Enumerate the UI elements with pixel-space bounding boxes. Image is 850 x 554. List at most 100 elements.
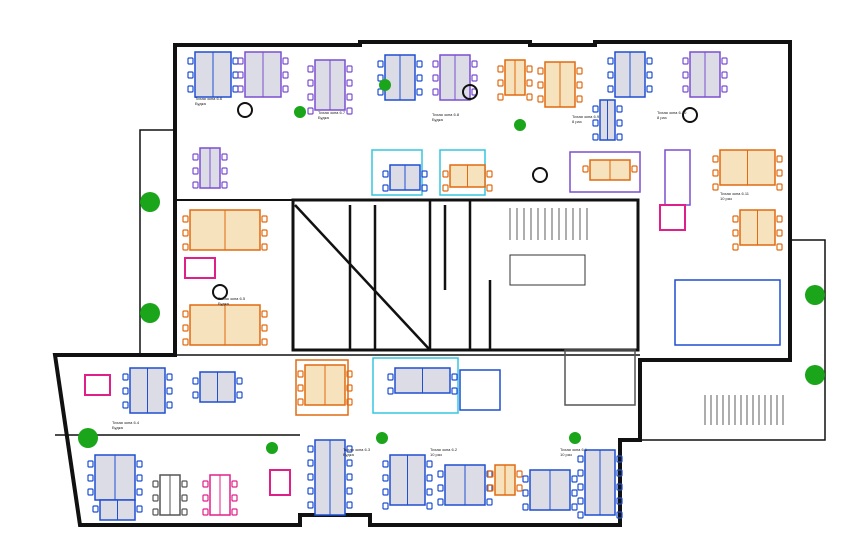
- chair: [526, 65, 533, 73]
- round-table: [212, 284, 228, 300]
- elevator: [509, 254, 586, 286]
- chair: [426, 488, 433, 496]
- chair: [577, 511, 584, 519]
- chair: [166, 387, 173, 395]
- zone-label: Тихая зона 6.110 раз: [560, 447, 588, 457]
- chair: [377, 60, 384, 68]
- svg-text:Будка: Будка: [112, 425, 124, 430]
- plant-icon: [294, 106, 306, 118]
- chair: [152, 508, 159, 516]
- chair: [297, 384, 304, 392]
- chair: [522, 489, 529, 497]
- chair: [576, 95, 583, 103]
- svg-text:Тихая зона 6.2: Тихая зона 6.2: [430, 447, 458, 452]
- partition-wall: [294, 204, 431, 351]
- chair: [526, 93, 533, 101]
- chair: [776, 183, 783, 191]
- chair: [187, 85, 194, 93]
- chair: [261, 310, 268, 318]
- chair: [387, 373, 394, 381]
- chair: [152, 480, 159, 488]
- svg-text:Тихая зона 6.5: Тихая зона 6.5: [218, 296, 246, 301]
- chair: [516, 470, 523, 478]
- lounge-sofa: [269, 469, 291, 496]
- chair: [592, 119, 599, 127]
- chair: [231, 480, 238, 488]
- chair: [471, 60, 478, 68]
- chair: [261, 338, 268, 346]
- chair: [181, 494, 188, 502]
- chair: [486, 170, 493, 178]
- zone-label: Тихая зона 6.210 раз: [430, 447, 458, 457]
- chair: [416, 88, 423, 96]
- svg-text:10 раз: 10 раз: [560, 452, 572, 457]
- chair: [537, 81, 544, 89]
- chair: [87, 488, 94, 496]
- round-table: [532, 167, 548, 183]
- svg-text:10 раз: 10 раз: [720, 196, 732, 201]
- balcony-wall: [139, 129, 175, 356]
- chair: [576, 67, 583, 75]
- rooms: [295, 149, 784, 425]
- plant-icon: [514, 119, 526, 131]
- plant-icon: [805, 285, 825, 305]
- chair: [182, 310, 189, 318]
- chair: [646, 57, 653, 65]
- chair: [221, 181, 228, 189]
- chair: [166, 401, 173, 409]
- chair: [616, 511, 623, 519]
- chair: [282, 85, 289, 93]
- chair: [307, 65, 314, 73]
- chair: [346, 473, 353, 481]
- chair: [712, 155, 719, 163]
- chair: [382, 170, 389, 178]
- chair: [192, 181, 199, 189]
- chair: [712, 183, 719, 191]
- chair: [297, 370, 304, 378]
- chair: [377, 74, 384, 82]
- chair: [282, 71, 289, 79]
- meeting-room: [564, 349, 636, 406]
- chair: [307, 473, 314, 481]
- chair: [307, 487, 314, 495]
- chair: [346, 398, 353, 406]
- chair: [382, 474, 389, 482]
- chair: [537, 67, 544, 75]
- chair: [282, 57, 289, 65]
- chair: [307, 445, 314, 453]
- chair: [182, 338, 189, 346]
- chair: [182, 229, 189, 237]
- svg-text:Тихая зона 6.6: Тихая зона 6.6: [195, 96, 223, 101]
- chair: [231, 508, 238, 516]
- svg-text:Будка: Будка: [318, 115, 330, 120]
- svg-text:Тихая зона 6.1: Тихая зона 6.1: [560, 447, 588, 452]
- chair: [646, 71, 653, 79]
- svg-text:Тихая зона 6.8: Тихая зона 6.8: [432, 112, 460, 117]
- chair: [221, 167, 228, 175]
- chair: [577, 497, 584, 505]
- chair: [346, 370, 353, 378]
- chair: [181, 480, 188, 488]
- chair: [232, 85, 239, 93]
- chair: [387, 387, 394, 395]
- chair: [192, 377, 199, 385]
- chair: [607, 71, 614, 79]
- svg-text:Тихая зона 6.11: Тихая зона 6.11: [720, 191, 750, 196]
- svg-text:Будка: Будка: [432, 117, 444, 122]
- chair: [732, 229, 739, 237]
- svg-text:Тихая зона 6.3: Тихая зона 6.3: [343, 447, 371, 452]
- chair: [582, 165, 589, 173]
- chair: [721, 57, 728, 65]
- chair: [187, 57, 194, 65]
- plant-icon: [379, 79, 391, 91]
- meeting-room: [674, 279, 781, 346]
- chair: [192, 167, 199, 175]
- chair: [526, 79, 533, 87]
- chair: [451, 373, 458, 381]
- chair: [166, 373, 173, 381]
